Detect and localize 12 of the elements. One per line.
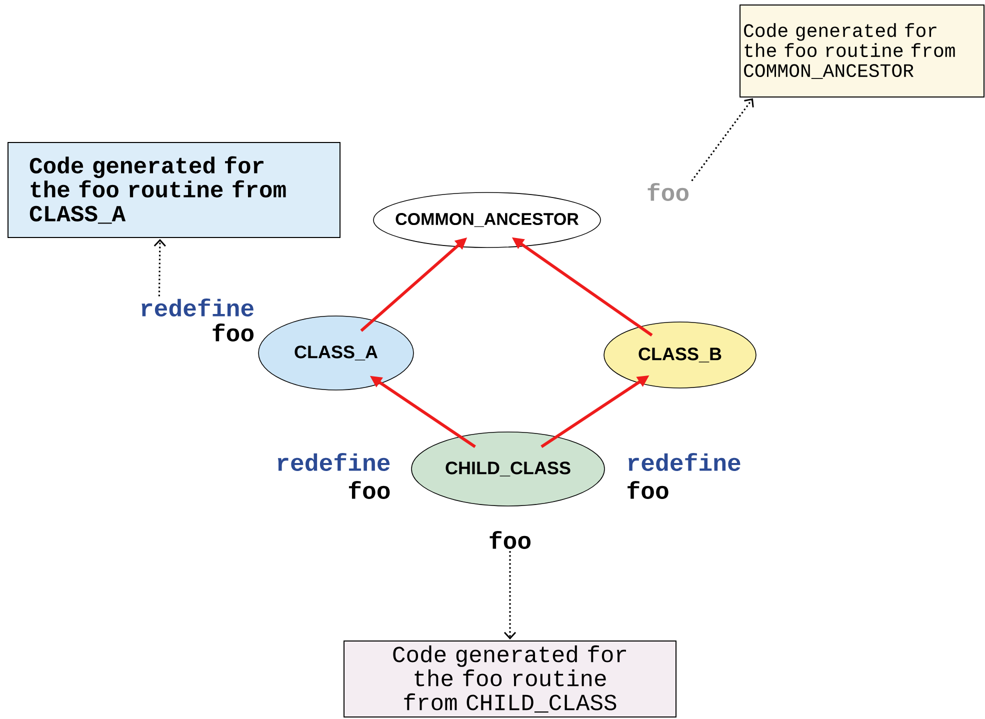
arrow	[691, 98, 754, 182]
routine-label: foo	[490, 531, 531, 549]
annotation-label: redefine	[628, 453, 740, 471]
code-box: Code generated for the foo routine from CLASS_A	[8, 142, 340, 238]
annotation-label: foo	[628, 481, 668, 499]
arrow	[154, 238, 166, 296]
code-box: Code generated for the foo routine from COMMON_ANCESTOR	[740, 4, 984, 98]
annotation-label: redefine	[278, 453, 390, 471]
routine-label: redefine foo	[142, 298, 254, 342]
arrow	[504, 551, 516, 640]
code-box: Code generated for the foo routine from CHILD_CLASS	[344, 640, 676, 718]
routine-label: foo	[648, 183, 689, 201]
